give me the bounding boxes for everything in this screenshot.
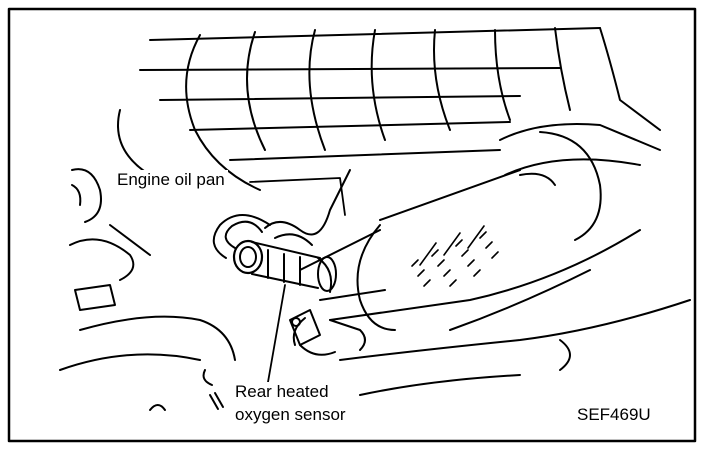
figure-frame: [7, 7, 697, 443]
oil-pan-grid: [117, 27, 661, 191]
heat-shield-texture: [411, 225, 499, 287]
engine-side-components: [59, 168, 236, 411]
rear-heated-oxygen-sensor-label-line2: oxygen sensor: [232, 405, 349, 425]
engine-oil-pan-label: Engine oil pan: [114, 170, 228, 190]
lower-structure: [339, 299, 691, 396]
oxygen-sensor: [212, 214, 337, 293]
sensor-harness: [264, 169, 351, 246]
rear-heated-oxygen-sensor-label-line1: Rear heated: [232, 382, 332, 402]
exhaust-pipe: [292, 229, 386, 351]
catalyst-shell: [329, 123, 661, 331]
figure-code: SEF469U: [574, 405, 654, 425]
leader-lines: [249, 177, 346, 383]
flange-bracket: [289, 309, 336, 356]
